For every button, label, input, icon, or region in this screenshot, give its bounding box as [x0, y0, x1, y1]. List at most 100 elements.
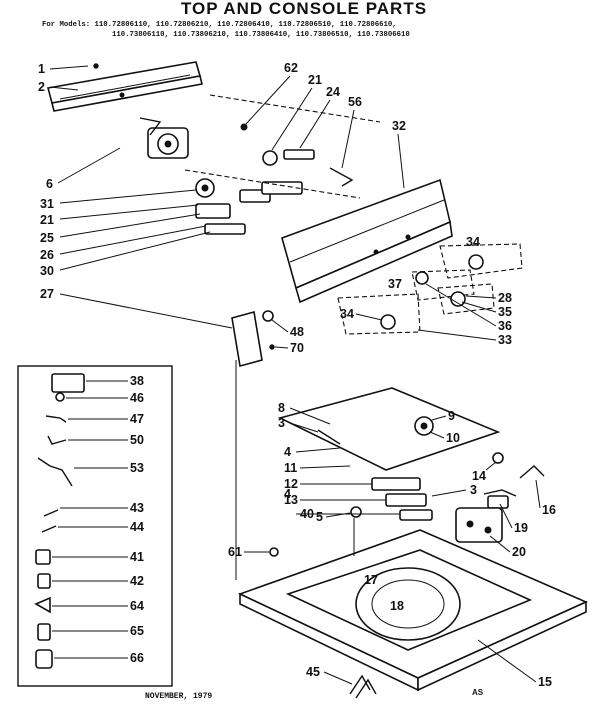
label-62: 62 — [284, 61, 298, 75]
label-6: 6 — [46, 177, 53, 191]
label-4b: 4 — [284, 487, 291, 501]
callout-41: 41 — [52, 550, 144, 564]
door-switch-parts — [350, 477, 433, 556]
label-66: 66 — [130, 651, 144, 665]
label-21b: 21 — [308, 73, 322, 87]
console-back-panel — [47, 61, 203, 112]
label-25: 25 — [40, 231, 54, 245]
label-44: 44 — [130, 520, 144, 534]
callout-38: 38 — [86, 374, 144, 388]
callout-18: 18 — [390, 599, 404, 613]
label-35: 35 — [498, 305, 512, 319]
callout-43: 43 — [60, 501, 144, 515]
label-70: 70 — [290, 341, 304, 355]
label-32: 32 — [392, 119, 406, 133]
callout-28: 28 — [465, 291, 512, 305]
label-31: 31 — [40, 197, 54, 211]
callout-33: 33 — [417, 329, 512, 347]
callout-32: 32 — [392, 119, 406, 189]
callout-31: 31 — [40, 189, 197, 211]
model-line-2: 110.73806110, 110.73806210, 110.73806410… — [112, 30, 410, 39]
label-2: 2 — [38, 80, 45, 94]
callout-36: 36 — [425, 283, 512, 333]
label-9: 9 — [448, 409, 455, 423]
label-18: 18 — [390, 599, 404, 613]
callout-65: 65 — [52, 624, 144, 638]
diagram-title: TOP AND CONSOLE PARTS — [180, 0, 428, 18]
label-56: 56 — [348, 95, 362, 109]
callout-47: 47 — [68, 412, 144, 426]
callout-50: 50 — [68, 433, 144, 447]
label-15: 15 — [538, 675, 552, 689]
upper-hardware — [184, 94, 381, 199]
callout-53: 53 — [74, 461, 144, 475]
model-line-1: For Models: 110.72806110, 110.72806210, … — [42, 21, 397, 29]
label-3a: 3 — [278, 416, 285, 430]
callout-9: 9 — [431, 409, 455, 423]
callout-35: 35 — [461, 301, 512, 319]
label-1: 1 — [38, 62, 45, 76]
callout-25: 25 — [40, 213, 201, 245]
label-10: 10 — [446, 431, 460, 445]
label-13: 13 — [284, 493, 298, 507]
callout-27: 27 — [40, 287, 233, 329]
callout-16: 16 — [535, 479, 556, 517]
label-53: 53 — [130, 461, 144, 475]
label-17: 17 — [364, 573, 378, 587]
label-42: 42 — [130, 574, 144, 588]
callout-56: 56 — [341, 95, 362, 169]
label-8: 8 — [278, 401, 285, 415]
callout-19: 19 — [499, 503, 528, 535]
label-26: 26 — [40, 248, 54, 262]
label-36: 36 — [498, 319, 512, 333]
model-list: For Models: 110.72806110, 110.72806210, … — [42, 21, 542, 40]
callout-4a: 4 — [284, 445, 341, 459]
label-28: 28 — [498, 291, 512, 305]
control-panel-bracket — [277, 387, 501, 471]
label-3b: 3 — [470, 483, 477, 497]
timer-assembly — [139, 117, 189, 159]
callout-13: 13 — [284, 493, 386, 507]
label-4a: 4 — [284, 445, 291, 459]
label-38: 38 — [130, 374, 144, 388]
callout-4b: 4 — [284, 487, 400, 515]
console-housing — [281, 178, 453, 304]
label-21a: 21 — [40, 213, 54, 227]
label-40: 40 — [300, 507, 314, 521]
callout-34a: 34 — [466, 235, 480, 249]
label-50: 50 — [130, 433, 144, 447]
label-5: 5 — [316, 510, 323, 524]
terminal-block — [455, 452, 545, 543]
callout-70: 70 — [274, 341, 304, 355]
label-61: 61 — [228, 545, 242, 559]
label-43: 43 — [130, 501, 144, 515]
callout-8: 8 — [278, 401, 331, 425]
callout-17: 17 — [364, 573, 378, 587]
label-30: 30 — [40, 264, 54, 278]
callout-1: 1 — [38, 62, 89, 76]
callout-26: 26 — [40, 225, 207, 262]
callout-21b: 21 — [271, 73, 322, 151]
label-34a: 34 — [466, 235, 480, 249]
callout-40: 40 — [300, 507, 314, 521]
dryer-top-panel — [237, 529, 588, 692]
label-46: 46 — [130, 391, 144, 405]
label-20: 20 — [512, 545, 526, 559]
label-16: 16 — [542, 503, 556, 517]
callout-15: 15 — [477, 639, 552, 689]
label-19: 19 — [514, 521, 528, 535]
callout-37: 37 — [388, 277, 402, 291]
switch-cluster — [195, 178, 303, 235]
callout-42: 42 — [52, 574, 144, 588]
label-33: 33 — [498, 333, 512, 347]
callout-10: 10 — [429, 431, 460, 445]
callout-12: 12 — [284, 477, 372, 491]
misc-hardware — [269, 547, 377, 699]
callout-3a: 3 — [278, 416, 319, 433]
callout-14: 14 — [472, 461, 497, 483]
callout-64: 64 — [52, 599, 144, 613]
console-endcap — [231, 310, 275, 580]
callout-20: 20 — [489, 535, 526, 559]
callout-45: 45 — [306, 665, 353, 685]
